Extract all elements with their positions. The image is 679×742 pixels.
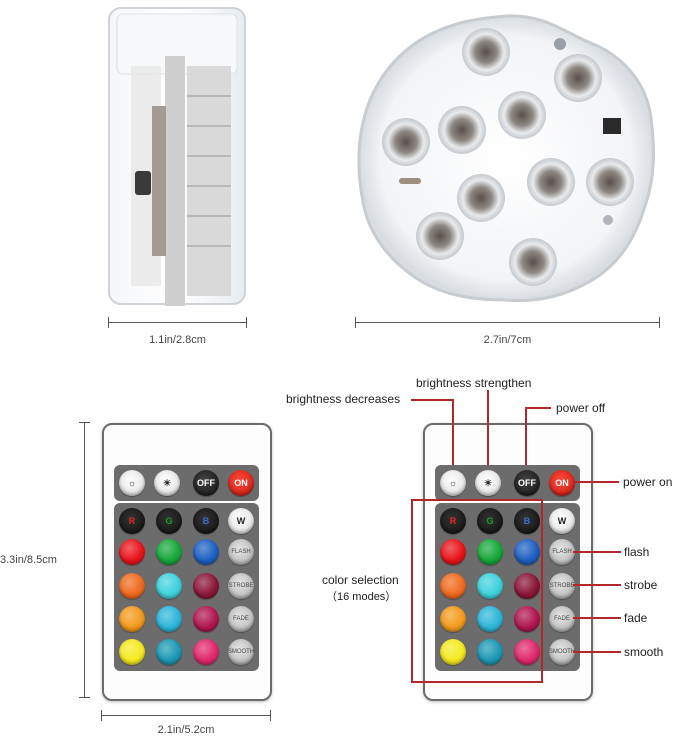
flash-button[interactable]: FLASH: [549, 539, 575, 565]
color-button[interactable]: [477, 606, 503, 632]
color-button[interactable]: [440, 539, 466, 565]
color-button[interactable]: [440, 573, 466, 599]
color-button[interactable]: [156, 606, 182, 632]
green-button[interactable]: G: [156, 508, 182, 534]
callout-brightness-decreases: brightness decreases: [286, 392, 401, 406]
color-button[interactable]: [156, 639, 182, 665]
callout-smooth: smooth: [624, 645, 664, 659]
callout-fade: fade: [624, 611, 648, 625]
leader-brightness-down-h: [411, 399, 453, 401]
dim-line-side: [108, 322, 247, 323]
color-button[interactable]: [477, 539, 503, 565]
callout-color-selection: color selection: [322, 573, 399, 587]
dim-tick-remote-top: [79, 422, 90, 423]
color-button[interactable]: [440, 606, 466, 632]
off-button[interactable]: OFF: [193, 470, 219, 496]
callout-flash: flash: [624, 545, 650, 559]
leader-smooth-h: [573, 651, 621, 653]
dim-tick-side-left: [108, 317, 109, 328]
leader-power-off-h: [525, 407, 551, 409]
dim-label-remote-width: 2.1in/5.2cm: [157, 724, 215, 736]
dim-label-top: 2.7in/7cm: [483, 334, 532, 346]
white-button[interactable]: W: [549, 508, 575, 534]
color-button[interactable]: [119, 573, 145, 599]
smooth-button[interactable]: SMOOTH: [228, 639, 254, 665]
blue-button[interactable]: B: [514, 508, 540, 534]
color-button[interactable]: [477, 573, 503, 599]
callout-strobe: strobe: [624, 578, 658, 592]
callout-power-off: power off: [556, 401, 606, 415]
fade-button[interactable]: FADE: [549, 606, 575, 632]
callout-color-modes: （16 modes）: [326, 591, 397, 603]
dim-tick-top-left: [355, 317, 356, 328]
color-button[interactable]: [193, 539, 219, 565]
leader-fade-h: [573, 617, 621, 619]
leader-brightness-up-v: [487, 390, 489, 465]
color-button[interactable]: [514, 539, 540, 565]
color-button[interactable]: [119, 606, 145, 632]
strobe-button[interactable]: STROBE: [228, 573, 254, 599]
color-button[interactable]: [477, 639, 503, 665]
light-side-view: [107, 6, 247, 306]
smooth-button[interactable]: SMOOTH: [549, 639, 575, 665]
callout-power-on: power on: [623, 475, 673, 489]
callout-brightness-strengthen: brightness strengthen: [416, 376, 532, 390]
dim-label-remote-height: 3.3in/8.5cm: [0, 554, 57, 566]
dim-line-top: [355, 322, 660, 323]
dim-tick-remote-bottom: [79, 697, 90, 698]
color-button[interactable]: [193, 639, 219, 665]
light-top-view: [355, 10, 660, 305]
color-selection-box: [411, 499, 543, 683]
brightness-up-button[interactable]: ☀: [475, 470, 501, 496]
leader-flash-h: [573, 551, 621, 553]
red-button[interactable]: R: [119, 508, 145, 534]
dim-tick-side-right: [246, 317, 247, 328]
blue-button[interactable]: B: [193, 508, 219, 534]
leader-power-off-v: [525, 407, 527, 465]
green-button[interactable]: G: [477, 508, 503, 534]
color-button[interactable]: [514, 606, 540, 632]
leader-brightness-down-v: [452, 399, 454, 465]
leader-strobe-h: [573, 584, 621, 586]
brightness-down-button[interactable]: ☼: [440, 470, 466, 496]
color-button[interactable]: [514, 573, 540, 599]
flash-button[interactable]: FLASH: [228, 539, 254, 565]
color-button[interactable]: [119, 639, 145, 665]
off-button[interactable]: OFF: [514, 470, 540, 496]
remote-left: ☼ ☀ OFF ON R G B W FLASH STROBE FADE SMO…: [102, 423, 272, 701]
white-button[interactable]: W: [228, 508, 254, 534]
color-button[interactable]: [119, 539, 145, 565]
red-button[interactable]: R: [440, 508, 466, 534]
color-button[interactable]: [156, 573, 182, 599]
dim-line-remote-height: [84, 422, 85, 698]
brightness-up-button[interactable]: ☀: [154, 470, 180, 496]
color-button[interactable]: [514, 639, 540, 665]
on-button[interactable]: ON: [549, 470, 575, 496]
color-button[interactable]: [156, 539, 182, 565]
leader-power-on-h: [573, 481, 619, 483]
dim-tick-remote-right: [270, 710, 271, 721]
color-button[interactable]: [440, 639, 466, 665]
dim-label-side: 1.1in/2.8cm: [149, 334, 206, 346]
dim-tick-remote-left: [101, 710, 102, 721]
brightness-down-button[interactable]: ☼: [119, 470, 145, 496]
fade-button[interactable]: FADE: [228, 606, 254, 632]
dim-line-remote-width: [101, 715, 271, 716]
on-button[interactable]: ON: [228, 470, 254, 496]
dim-tick-top-right: [659, 317, 660, 328]
remote-right: ☼ ☀ OFF ON R G B W FLASH STROBE FADE SMO…: [423, 423, 593, 701]
strobe-button[interactable]: STROBE: [549, 573, 575, 599]
color-button[interactable]: [193, 573, 219, 599]
color-button[interactable]: [193, 606, 219, 632]
